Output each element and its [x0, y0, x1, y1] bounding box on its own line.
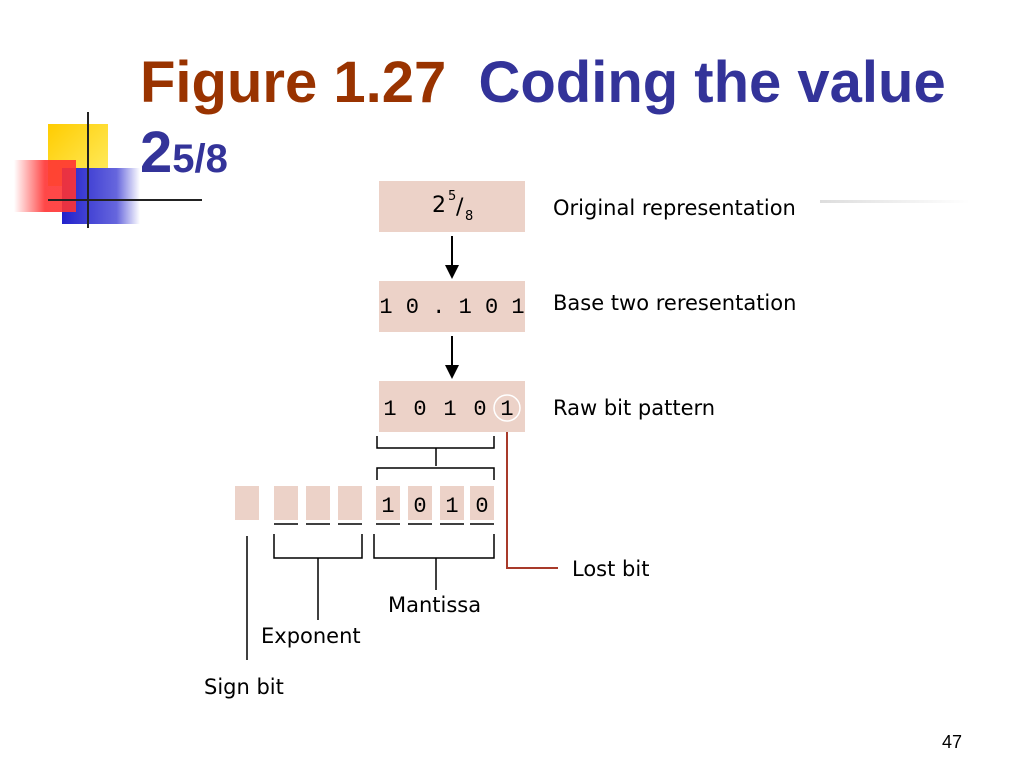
mantissa-bit-1: 1 — [381, 494, 394, 519]
mantissa-bracket — [373, 534, 495, 590]
base-two-box — [379, 281, 525, 332]
raw-bit-box — [379, 381, 525, 432]
mantissa-cell-2 — [408, 486, 432, 520]
slide-corner-logo-icon — [14, 112, 202, 228]
base-two-label: Base two reresentation — [553, 291, 796, 315]
mantissa-cell-1 — [376, 486, 400, 520]
exponent-label: Exponent — [261, 624, 361, 648]
mantissa-bit-2: 0 — [413, 494, 426, 519]
title-rule — [820, 200, 970, 203]
original-numerator: 5 — [448, 189, 456, 204]
raw-bit-2: 0 — [413, 397, 426, 422]
mantissa-cell-4 — [470, 486, 494, 520]
figure-caption: Coding the value 2 — [140, 50, 946, 185]
mantissa-label: Mantissa — [388, 593, 481, 617]
lost-bit-circle — [493, 394, 521, 422]
exponent-cell-1 — [274, 486, 298, 520]
raw-bit-1: 1 — [383, 397, 396, 422]
sign-bit-cell — [235, 486, 259, 520]
original-slash: / — [456, 195, 464, 220]
exponent-cell-2 — [306, 486, 330, 520]
mantissa-bit-4: 0 — [475, 494, 488, 519]
sign-bit-label: Sign bit — [204, 675, 284, 699]
mantissa-bit-3: 1 — [445, 494, 458, 519]
exponent-bracket — [273, 534, 363, 620]
original-label: Original representation — [553, 196, 796, 220]
raw-bit-bracket — [376, 436, 495, 480]
mantissa-cell-3 — [440, 486, 464, 520]
page-number: 47 — [941, 732, 962, 752]
original-denominator: 8 — [465, 209, 473, 224]
raw-bit-label: Raw bit pattern — [553, 396, 715, 420]
original-value: 2 — [432, 193, 446, 218]
lost-bit-label: Lost bit — [572, 557, 649, 581]
exponent-cell-3 — [338, 486, 362, 520]
lost-bit-line — [506, 432, 558, 569]
raw-bit-3: 1 — [443, 397, 456, 422]
base-two-value: 1 0 . 1 0 1 — [379, 295, 524, 320]
figure-number: Figure 1.27 — [140, 50, 447, 115]
figure-caption-fraction: 5/8 — [172, 137, 228, 181]
raw-bit-5: 1 — [500, 397, 513, 422]
original-box — [379, 181, 525, 232]
raw-bit-4: 0 — [473, 397, 486, 422]
slide-title: Figure 1.27 Coding the value 25/8 — [140, 48, 1000, 194]
